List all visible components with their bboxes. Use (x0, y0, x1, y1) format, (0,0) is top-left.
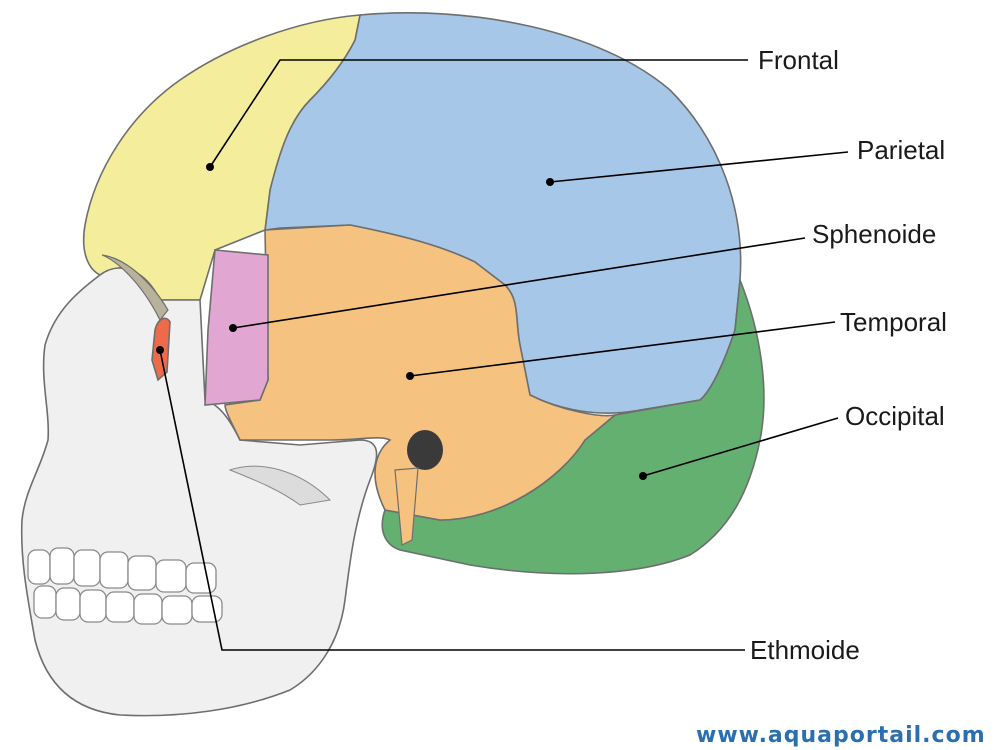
ear-canal (407, 430, 443, 470)
mastoid-process (394, 467, 419, 546)
teeth (27, 547, 223, 625)
orbit-cavity (101, 254, 169, 322)
label-frontal: Frontal (758, 45, 839, 75)
watermark: www.aquaportail.com (696, 723, 986, 748)
leader-lines (159, 59, 849, 651)
anchor-dots (156, 163, 647, 480)
label-occipital: Occipital (845, 401, 945, 431)
label-temporal: Temporal (840, 307, 947, 337)
mandible-notch (228, 465, 332, 506)
label-parietal: Parietal (857, 135, 945, 165)
label-ethmoide: Ethmoide (750, 635, 860, 665)
temporal-bone (224, 224, 616, 521)
label-sphenoide: Sphenoide (812, 219, 936, 249)
